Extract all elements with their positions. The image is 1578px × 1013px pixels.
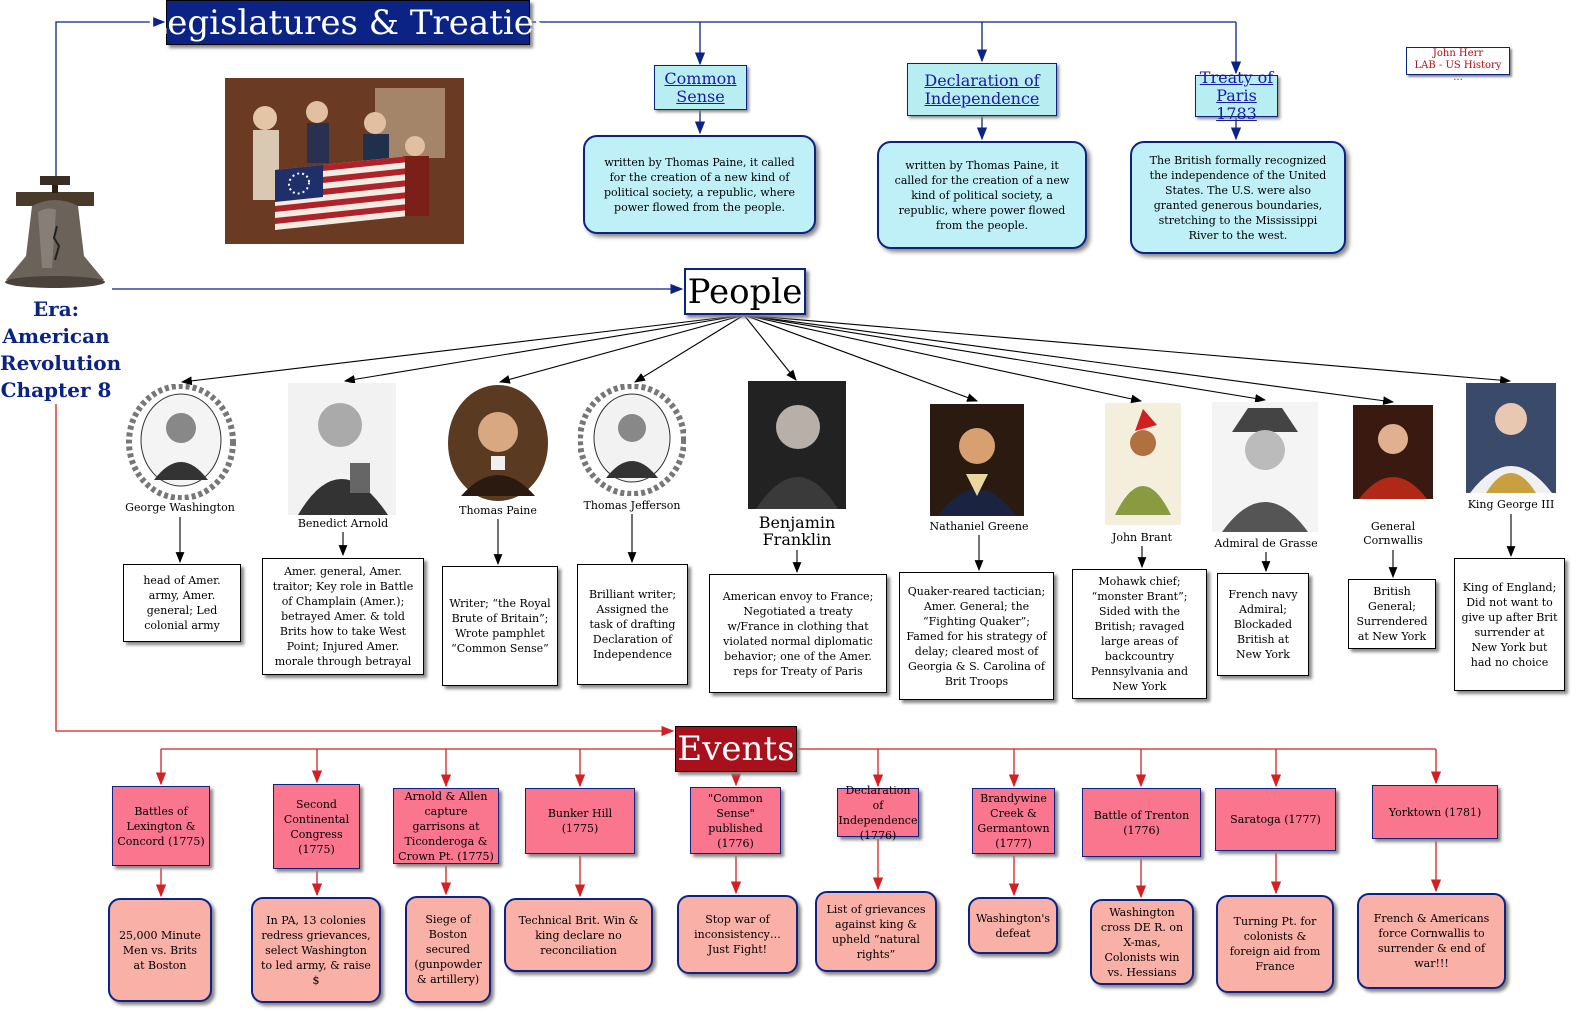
common-sense-heading[interactable]: Common Sense: [654, 65, 747, 110]
common-sense-text: written by Thomas Paine, it called for t…: [604, 155, 795, 214]
person-desc-brant: Mohawk chief; “monster Brant”; Sided wit…: [1072, 569, 1207, 699]
era-line-2: American: [2, 324, 110, 348]
treaty-of-paris-description: The British formally recognized the inde…: [1130, 141, 1346, 254]
person-name-brant: John Brant: [1111, 531, 1173, 544]
event-desc-trenton: Washington cross DE R. on X-mas, Colonis…: [1090, 899, 1194, 985]
event-desc-bunker-hill: Technical Brit. Win & king declare no re…: [504, 898, 653, 972]
event-brandywine: Brandywine Creek & Germantown (1777): [972, 788, 1055, 854]
person-desc-king-george: King of England; Did not want to give up…: [1454, 558, 1565, 691]
event-second-continental-congress: Second Continental Congress (1775): [273, 784, 360, 869]
person-name-arnold: Benedict Arnold: [297, 517, 389, 530]
person-name-jefferson: Thomas Jefferson: [583, 499, 681, 512]
declaration-description: written by Thomas Paine, it called for t…: [877, 141, 1087, 249]
admiral-de-grasse-portrait: [1212, 402, 1318, 532]
legislatures-treaties-title: Legislatures & Treaties: [145, 0, 551, 45]
thomas-paine-portrait: [447, 384, 549, 502]
author-name: John Herr: [1432, 48, 1484, 59]
person-desc-de-grasse: French navy Admiral; Blockaded British a…: [1217, 573, 1309, 676]
event-declaration: Declaration of Independence (1776): [837, 783, 919, 842]
event-desc-continental-congress: In PA, 13 colonies redress grievances, s…: [251, 897, 381, 1003]
declaration-heading[interactable]: Declaration of Independence: [907, 63, 1057, 116]
person-desc-franklin: American envoy to France; Negotiated a t…: [709, 574, 887, 693]
general-cornwallis-portrait: [1353, 405, 1433, 499]
event-desc-ticonderoga: Siege of Boston secured (gunpowder & art…: [405, 896, 491, 1003]
era-line-1: Era:: [32, 297, 80, 321]
event-yorktown: Yorktown (1781): [1372, 785, 1498, 839]
person-desc-washington: head of Amer. army, Amer. general; Led c…: [123, 564, 241, 642]
treaty-of-paris-text: The British formally recognized the inde…: [1149, 153, 1327, 242]
events-title: Events: [675, 726, 797, 772]
event-lexington-concord: Battles of Lexington & Concord (1775): [112, 786, 210, 866]
person-desc-cornwallis: British General; Surrendered at New York: [1348, 579, 1436, 649]
author-more[interactable]: ...: [1453, 72, 1463, 83]
person-name-paine: Thomas Paine: [459, 504, 537, 517]
event-desc-declaration: List of grievances against king & upheld…: [815, 891, 937, 972]
event-ticonderoga: Arnold & Allen capture garrisons at Tico…: [393, 788, 499, 864]
event-desc-common-sense: Stop war of inconsistency…Just Fight!: [677, 895, 798, 974]
betsy-ross-flag-painting: [225, 78, 464, 244]
person-name-cornwallis: General Cornwallis: [1363, 520, 1423, 547]
liberty-bell-image: [2, 176, 108, 290]
common-sense-description: written by Thomas Paine, it called for t…: [583, 135, 816, 234]
person-desc-arnold: Amer. general, Amer. traitor; Key role i…: [262, 558, 424, 675]
benedict-arnold-portrait: [288, 383, 396, 515]
people-title: People: [684, 268, 806, 315]
person-name-washington: George Washington: [125, 501, 235, 514]
author-box: John Herr LAB - US History: [1406, 47, 1510, 75]
king-george-iii-portrait: [1466, 383, 1556, 493]
person-name-greene: Nathaniel Greene: [929, 520, 1029, 533]
era-line-4: Chapter 8: [0, 378, 112, 402]
event-saratoga: Saratoga (1777): [1215, 788, 1336, 851]
event-desc-yorktown: French & Americans force Cornwallis to s…: [1357, 893, 1506, 989]
person-desc-jefferson: Brilliant writer; Assigned the task of d…: [577, 564, 688, 685]
treaty-of-paris-heading[interactable]: Treaty of Paris 1783: [1195, 69, 1278, 123]
event-common-sense-published: "Common Sense" published (1776): [690, 787, 781, 854]
event-desc-saratoga: Turning Pt. for colonists & foreign aid …: [1216, 895, 1334, 993]
author-course: LAB - US History: [1414, 60, 1502, 71]
nathaniel-greene-portrait: [930, 404, 1024, 516]
era-label: Era: American Revolution Chapter 8: [0, 296, 122, 404]
person-desc-greene: Quaker-reared tactician; Amer. General; …: [899, 572, 1054, 700]
event-bunker-hill: Bunker Hill (1775): [525, 788, 635, 854]
event-trenton: Battle of Trenton (1776): [1082, 788, 1201, 857]
person-name-franklin: Benjamin Franklin: [758, 513, 836, 549]
george-washington-portrait: [126, 384, 236, 500]
event-desc-brandywine: Washington's defeat: [968, 897, 1058, 954]
era-line-3: Revolution: [0, 351, 122, 375]
person-name-de-grasse: Admiral de Grasse: [1214, 537, 1318, 550]
person-desc-paine: Writer; “the Royal Brute of Britain”; Wr…: [442, 566, 558, 686]
event-desc-lexington-concord: 25,000 Minute Men vs. Brits at Boston: [108, 898, 212, 1002]
benjamin-franklin-portrait: [748, 381, 846, 509]
thomas-jefferson-portrait: [578, 384, 686, 496]
john-brant-portrait: [1105, 403, 1181, 525]
declaration-text: written by Thomas Paine, it called for t…: [894, 158, 1070, 232]
person-name-king-george: King George III: [1467, 498, 1555, 511]
